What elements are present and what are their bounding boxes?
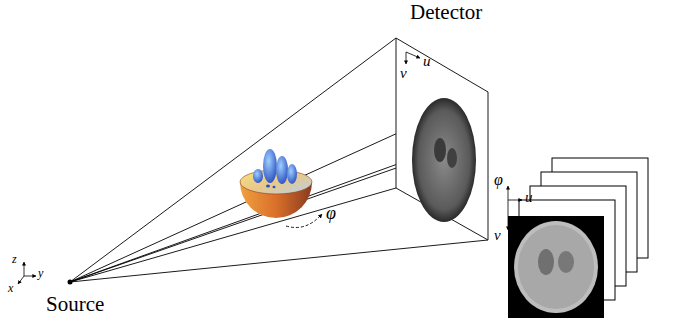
stack-axes	[508, 186, 522, 230]
drawing-part	[70, 148, 442, 282]
drawing-part	[447, 148, 457, 168]
drawing-part	[412, 98, 476, 222]
drawing-part	[558, 251, 574, 273]
drawing-part	[24, 262, 25, 276]
axis-label: y	[38, 267, 43, 279]
detector-label: Detector	[410, 2, 482, 23]
drawing-part	[434, 138, 446, 162]
drawing-part	[70, 240, 488, 282]
projection-image	[508, 216, 604, 318]
axis-label: u	[525, 190, 533, 205]
drawing-part	[508, 216, 604, 318]
drawing-part	[396, 38, 488, 240]
drawing-part	[286, 214, 322, 228]
beam-cone	[70, 38, 488, 282]
axis-label: v	[494, 228, 501, 243]
detector-panel	[396, 38, 488, 240]
drawing-part	[287, 164, 297, 184]
drawing-part	[24, 276, 36, 277]
drawing-part	[406, 52, 407, 64]
drawing-part	[508, 200, 522, 201]
drawing-part	[70, 152, 442, 282]
drawing-part	[518, 225, 594, 309]
drawing-part	[508, 200, 509, 230]
drawing-part	[70, 38, 396, 282]
source-point	[68, 280, 73, 285]
source-label: Source	[46, 294, 104, 315]
drawing-part	[70, 188, 396, 282]
axis-label: z	[12, 253, 17, 265]
phantom-object	[240, 149, 322, 228]
drawing-part	[406, 52, 420, 58]
axis-label: u	[423, 54, 431, 69]
drawing-part	[70, 92, 488, 282]
drawing-part	[263, 149, 277, 183]
coordinate-axes	[18, 262, 36, 284]
axis-label: x	[8, 282, 13, 294]
drawing-part	[253, 169, 263, 183]
drawing-part	[273, 186, 276, 188]
drawing-part	[266, 185, 270, 188]
drawing-part	[538, 249, 554, 275]
rotation-label: φ	[494, 172, 503, 188]
axis-label: v	[400, 66, 407, 81]
drawing-part	[514, 221, 598, 313]
drawing-part	[276, 156, 288, 184]
drawing-part	[508, 186, 509, 200]
drawing-part	[18, 276, 24, 284]
rotation-label: φ	[326, 204, 336, 222]
